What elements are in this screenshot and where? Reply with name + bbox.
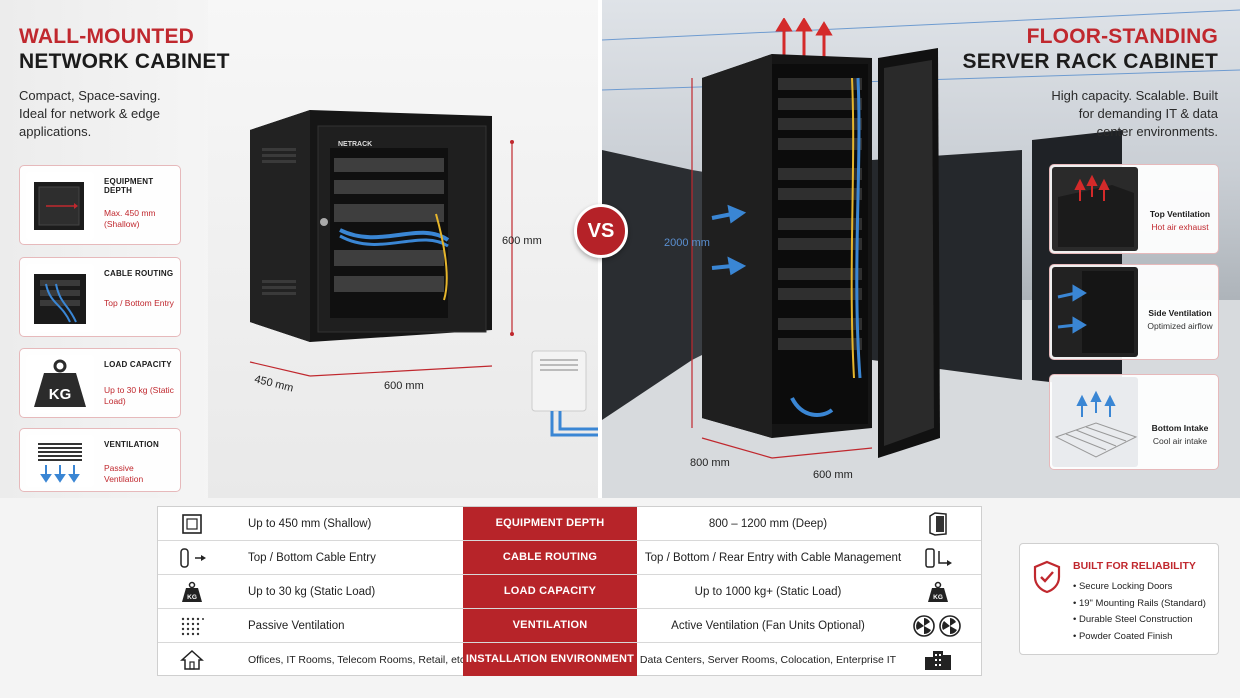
right-description: High capacity. Scalable. Built for deman…: [1051, 88, 1218, 139]
feature-title: Bottom Intake: [1151, 423, 1209, 433]
table-row: Offices, IT Rooms, Telecom Rooms, Retail…: [158, 643, 981, 677]
feature-sub: Hot air exhaust: [1151, 222, 1209, 232]
dim-depth-right: 800 mm: [690, 457, 730, 469]
feature-sub: Top / Bottom Entry: [104, 298, 174, 308]
cable-management-icon: [910, 547, 966, 569]
list-item: Durable Steel Construction: [1073, 612, 1206, 629]
feature-title: Side Ventilation: [1148, 308, 1212, 318]
feature-title: EQUIPMENT DEPTH: [104, 177, 154, 195]
kg-text: KG: [187, 594, 197, 601]
brand-label: NETRACK: [338, 141, 372, 148]
kg-icon: KG: [172, 581, 212, 603]
kg-text: KG: [49, 386, 72, 403]
vent-grid-icon: [172, 615, 212, 637]
right-title-red: FLOOR-STANDING: [1026, 25, 1218, 48]
deep-cabinet-icon: [910, 512, 966, 536]
reliability-title: BUILT FOR RELIABILITY: [1073, 560, 1196, 572]
feature-title: Top Ventilation: [1149, 209, 1211, 219]
feature-title: CABLE ROUTING: [104, 269, 174, 278]
shield-check-icon: [1032, 560, 1062, 599]
row-right-value: Data Centers, Server Rooms, Colocation, …: [639, 654, 897, 666]
feature-card-top-vent: Top Ventilation Hot air exhaust: [1049, 164, 1219, 254]
side-ventilation-icon: [1052, 267, 1138, 357]
row-label: VENTILATION: [463, 609, 637, 642]
reliability-list: Secure Locking Doors 19" Mounting Rails …: [1073, 579, 1206, 645]
feature-card-side-vent: Side Ventilation Optimized airflow: [1049, 264, 1219, 360]
list-item: Powder Coated Finish: [1073, 629, 1206, 646]
row-right-value: Top / Bottom / Rear Entry with Cable Man…: [644, 552, 902, 564]
dim-width-left: 600 mm: [384, 380, 424, 392]
left-description: Compact, Space-saving. Ideal for network…: [19, 88, 161, 139]
table-row: Top / Bottom Cable Entry CABLE ROUTING T…: [158, 541, 981, 575]
building-icon: [910, 649, 966, 671]
cabinet-depth-icon: [26, 172, 94, 240]
feature-sub: Cool air intake: [1152, 436, 1208, 446]
floor-rack-illustration: [691, 18, 940, 459]
row-right-value: Up to 1000 kg+ (Static Load): [694, 586, 842, 598]
feature-card-depth: EQUIPMENT DEPTH Max. 450 mm (Shallow): [19, 165, 181, 245]
dim-height-right: 2000 mm: [664, 237, 710, 249]
row-left-value: Up to 450 mm (Shallow): [248, 518, 372, 530]
kg-weight-icon: KG: [26, 355, 94, 413]
feature-sub: Up to 30 kg (Static Load): [104, 385, 174, 406]
row-label: LOAD CAPACITY: [463, 575, 637, 608]
left-title-red: WALL-MOUNTED: [19, 25, 195, 48]
wall-mounted-panel: WALL-MOUNTED NETWORK CABINET Compact, Sp…: [0, 0, 598, 498]
row-label: EQUIPMENT DEPTH: [463, 507, 637, 540]
row-left-value: Top / Bottom Cable Entry: [248, 552, 376, 564]
house-icon: [172, 649, 212, 671]
wall-outlet-box: [531, 350, 598, 437]
dim-height-left: 600 mm: [502, 235, 542, 247]
row-label: INSTALLATION ENVIRONMENT: [463, 643, 637, 676]
list-item: Secure Locking Doors: [1073, 579, 1206, 596]
table-row: Up to 450 mm (Shallow) EQUIPMENT DEPTH 8…: [158, 507, 981, 541]
feature-card-ventilation: VENTILATION Passive Ventilation: [19, 428, 181, 492]
kg-text: KG: [933, 594, 943, 601]
dim-width-right: 600 mm: [813, 469, 853, 481]
feature-sub: Max. 450 mm (Shallow): [104, 208, 156, 229]
feature-title: LOAD CAPACITY: [104, 360, 172, 369]
row-label: CABLE ROUTING: [463, 541, 637, 574]
feature-card-cable: CABLE ROUTING Top / Bottom Entry: [19, 257, 181, 337]
feature-sub: Passive Ventilation: [104, 463, 144, 484]
fan-icon: [910, 615, 966, 637]
row-right-value: 800 – 1200 mm (Deep): [708, 518, 828, 530]
row-right-value: Active Ventilation (Fan Units Optional): [671, 620, 865, 632]
feature-title: VENTILATION: [104, 440, 159, 449]
row-left-value: Offices, IT Rooms, Telecom Rooms, Retail…: [248, 654, 468, 666]
top-ventilation-icon: [1052, 167, 1138, 251]
left-title-dark: NETWORK CABINET: [19, 50, 230, 73]
cable-routing-icon: [26, 264, 94, 332]
table-row: Passive Ventilation VENTILATION Active V…: [158, 609, 981, 643]
kg-icon: KG: [910, 581, 966, 603]
left-title: WALL-MOUNTED NETWORK CABINET: [19, 24, 230, 74]
shallow-cabinet-icon: [172, 513, 212, 535]
feature-card-load: KG LOAD CAPACITY Up to 30 kg (Static Loa…: [19, 348, 181, 418]
feature-sub: Optimized airflow: [1147, 321, 1213, 331]
row-left-value: Passive Ventilation: [248, 620, 345, 632]
reliability-box: BUILT FOR RELIABILITY Secure Locking Doo…: [1019, 543, 1219, 655]
feature-card-bottom-intake: Bottom Intake Cool air intake: [1049, 374, 1219, 470]
bottom-intake-icon: [1052, 377, 1138, 467]
cable-entry-icon: [172, 547, 212, 569]
right-title-dark: SERVER RACK CABINET: [962, 50, 1218, 73]
comparison-table: Up to 450 mm (Shallow) EQUIPMENT DEPTH 8…: [157, 506, 982, 676]
table-row: KG Up to 30 kg (Static Load) LOAD CAPACI…: [158, 575, 981, 609]
right-title: FLOOR-STANDING SERVER RACK CABINET: [963, 24, 1218, 74]
vs-badge: VS: [574, 204, 628, 258]
wall-cabinet-illustration: NETRACK: [249, 110, 514, 377]
row-left-value: Up to 30 kg (Static Load): [248, 586, 376, 598]
ventilation-grill-icon: [26, 435, 94, 487]
list-item: 19" Mounting Rails (Standard): [1073, 596, 1206, 613]
